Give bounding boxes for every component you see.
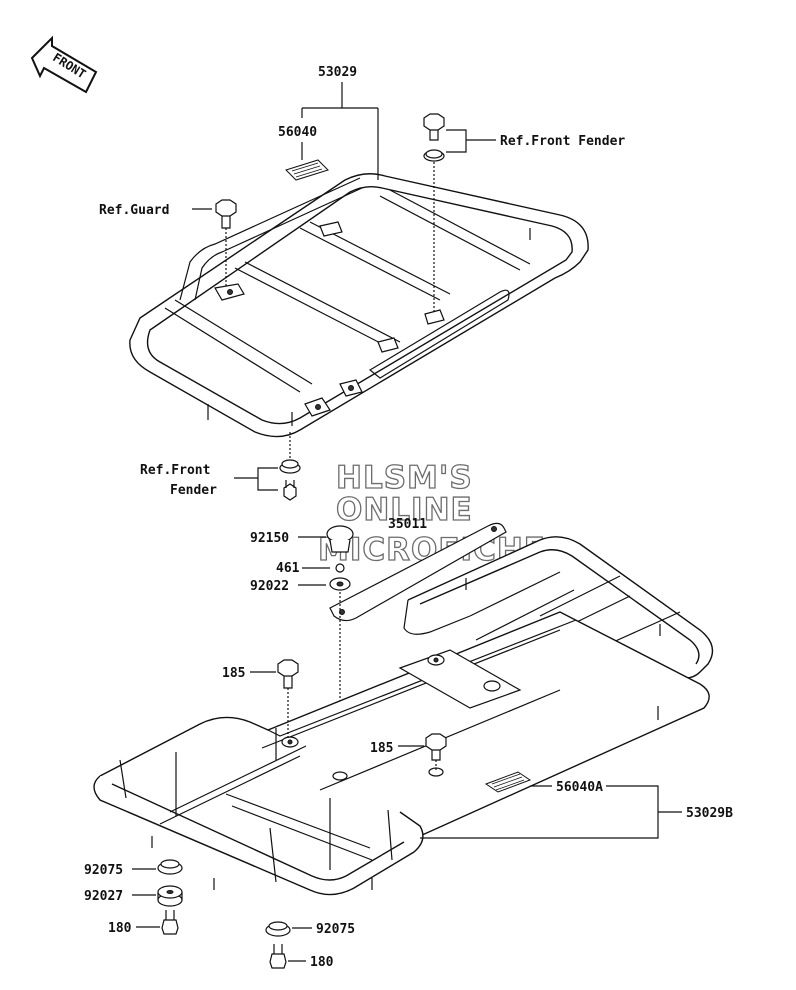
label-92075-left: 92075 <box>84 863 123 878</box>
callout-185-left: 185 <box>222 659 299 738</box>
bolt-icon <box>215 199 237 229</box>
nut-icon <box>269 944 287 969</box>
sticker-icon <box>285 159 329 181</box>
bottom-mount-stack: 92075 180 <box>265 921 355 970</box>
watermark-line-1: HLSM'S <box>336 460 473 496</box>
bushing-icon <box>157 885 183 907</box>
watermark-line-2: ONLINE <box>336 492 473 528</box>
label-ref-front-mid-2: Fender <box>170 483 217 498</box>
sticker-icon <box>484 771 532 793</box>
ref-front-fender-mid-callout: Ref.Front Fender <box>140 432 301 501</box>
front-arrow-icon: FRONT <box>30 35 98 94</box>
label-461: 461 <box>276 561 300 576</box>
bracket-35011: 35011 <box>329 517 507 622</box>
label-35011: 35011 <box>388 517 427 532</box>
label-ref-front-fender-top: Ref.Front Fender <box>500 134 625 149</box>
watermark: HLSM'S ONLINE MICROFICHE <box>317 459 545 568</box>
label-92150: 92150 <box>250 531 289 546</box>
label-92027: 92027 <box>84 889 123 904</box>
label-92075-bottom: 92075 <box>316 922 355 937</box>
washer-icon <box>423 149 445 162</box>
ref-guard-callout: Ref.Guard <box>99 199 237 288</box>
label-ref-front-mid-1: Ref.Front <box>140 463 210 478</box>
left-mount-stack: 92075 92027 180 <box>84 859 183 936</box>
label-53029: 53029 <box>318 65 357 80</box>
label-ref-guard: Ref.Guard <box>99 203 169 218</box>
callout-56040A: 56040A 53029B <box>420 771 733 839</box>
label-180-bottom: 180 <box>310 955 334 970</box>
label-92022: 92022 <box>250 579 289 594</box>
label-180-left: 180 <box>108 921 132 936</box>
washer-icon <box>265 921 291 937</box>
bolt-icon <box>283 480 297 501</box>
callout-185-right: 185 <box>370 733 447 770</box>
label-53029B: 53029B <box>686 806 733 821</box>
label-56040A: 56040A <box>556 780 603 795</box>
nut-icon <box>161 910 179 935</box>
ref-front-fender-top-callout: Ref.Front Fender <box>423 113 625 314</box>
callout-53029: 53029 56040 <box>278 65 379 180</box>
washer-icon <box>157 859 183 875</box>
bolt-icon <box>277 659 299 689</box>
washer-icon <box>279 459 301 474</box>
washer-icon <box>329 577 351 591</box>
bolt-icon <box>423 113 445 141</box>
rear-rack-frame <box>93 536 714 896</box>
front-rack-frame <box>129 173 589 438</box>
cap-icon <box>326 525 354 553</box>
label-185-left: 185 <box>222 666 245 681</box>
label-185-right: 185 <box>370 741 393 756</box>
label-56040: 56040 <box>278 125 317 140</box>
